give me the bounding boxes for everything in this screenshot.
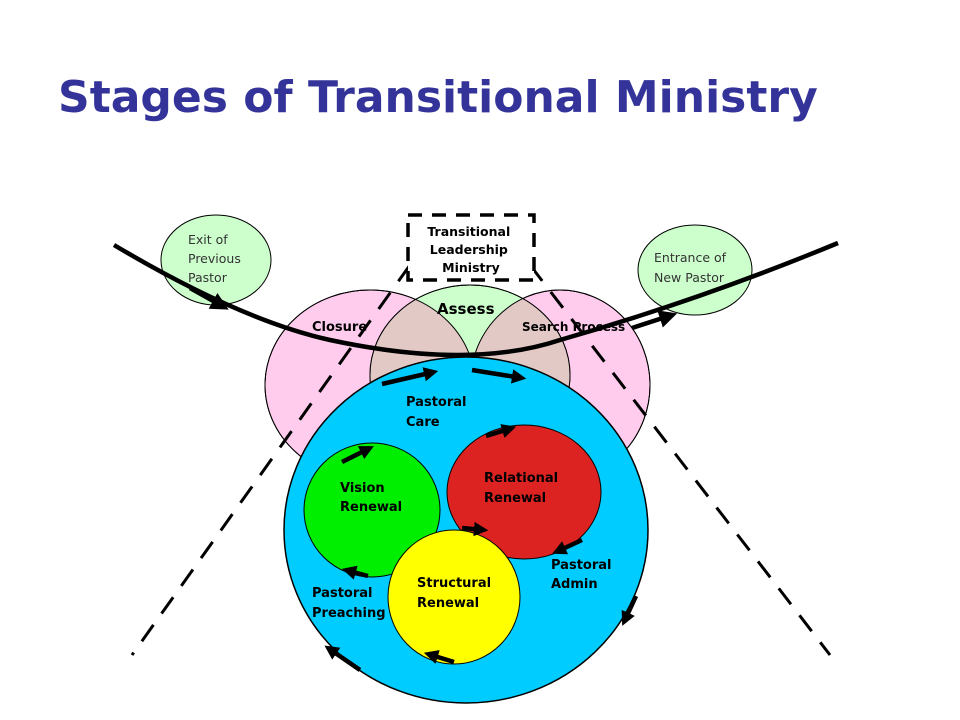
exit-arrow [188, 286, 229, 310]
structural-renewal-label: Structural Renewal [417, 576, 496, 611]
right-dashed-line [528, 264, 832, 656]
pastoral-preaching-label: Pastoral Preaching [312, 586, 386, 621]
assess-label: Assess [437, 300, 495, 318]
transitional-leadership-label: Transitional Leadership Ministry [427, 224, 514, 275]
relational-renewal-label: Relational Renewal [484, 471, 563, 506]
pastoral-care-label: Pastoral Care [406, 395, 471, 430]
transitional-leadership-box [406, 213, 536, 282]
structural-renewal-circle [387, 529, 521, 665]
vision-renewal-label: Vision Renewal [340, 481, 402, 515]
transition-curve [112, 240, 839, 358]
left-dashed-line [130, 264, 412, 656]
cycle-arrows [324, 367, 639, 672]
pastoral-admin-label: Pastoral Admin [551, 558, 616, 592]
closure-label: Closure [312, 320, 367, 335]
exit-label: Exit of Previous Pastor [188, 232, 245, 285]
vision-renewal-circle [303, 442, 441, 578]
entrance-label: Entrance of New Pastor [654, 250, 730, 285]
entrance-arrow [631, 310, 678, 331]
entrance-new-pastor-ellipse [637, 224, 753, 316]
page-title: Stages of Transitional Ministry [58, 72, 818, 123]
